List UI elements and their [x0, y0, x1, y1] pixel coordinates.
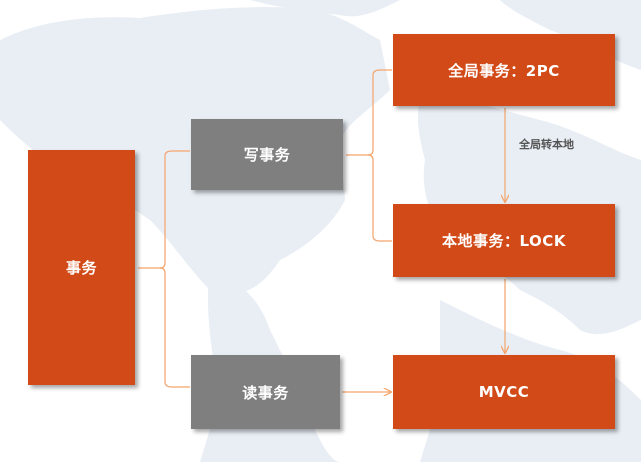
edge-label-global-to-local: 全局转本地 [519, 138, 574, 151]
local-transaction-lock-node: 本地事务：LOCK [393, 204, 615, 277]
node-label: 读事务 [242, 383, 289, 402]
node-label: 事务 [65, 259, 97, 277]
write-transaction-node: 写事务 [191, 119, 343, 190]
global-transaction-2pc-node: 全局事务：2PC [393, 34, 615, 106]
transaction-root-node: 事务 [28, 150, 135, 385]
read-transaction-node: 读事务 [191, 355, 340, 429]
node-label: MVCC [478, 383, 530, 401]
node-label: 全局事务：2PC [448, 61, 560, 80]
node-label: 本地事务：LOCK [442, 232, 566, 250]
mvcc-node: MVCC [393, 355, 615, 429]
node-label: 写事务 [243, 146, 291, 164]
